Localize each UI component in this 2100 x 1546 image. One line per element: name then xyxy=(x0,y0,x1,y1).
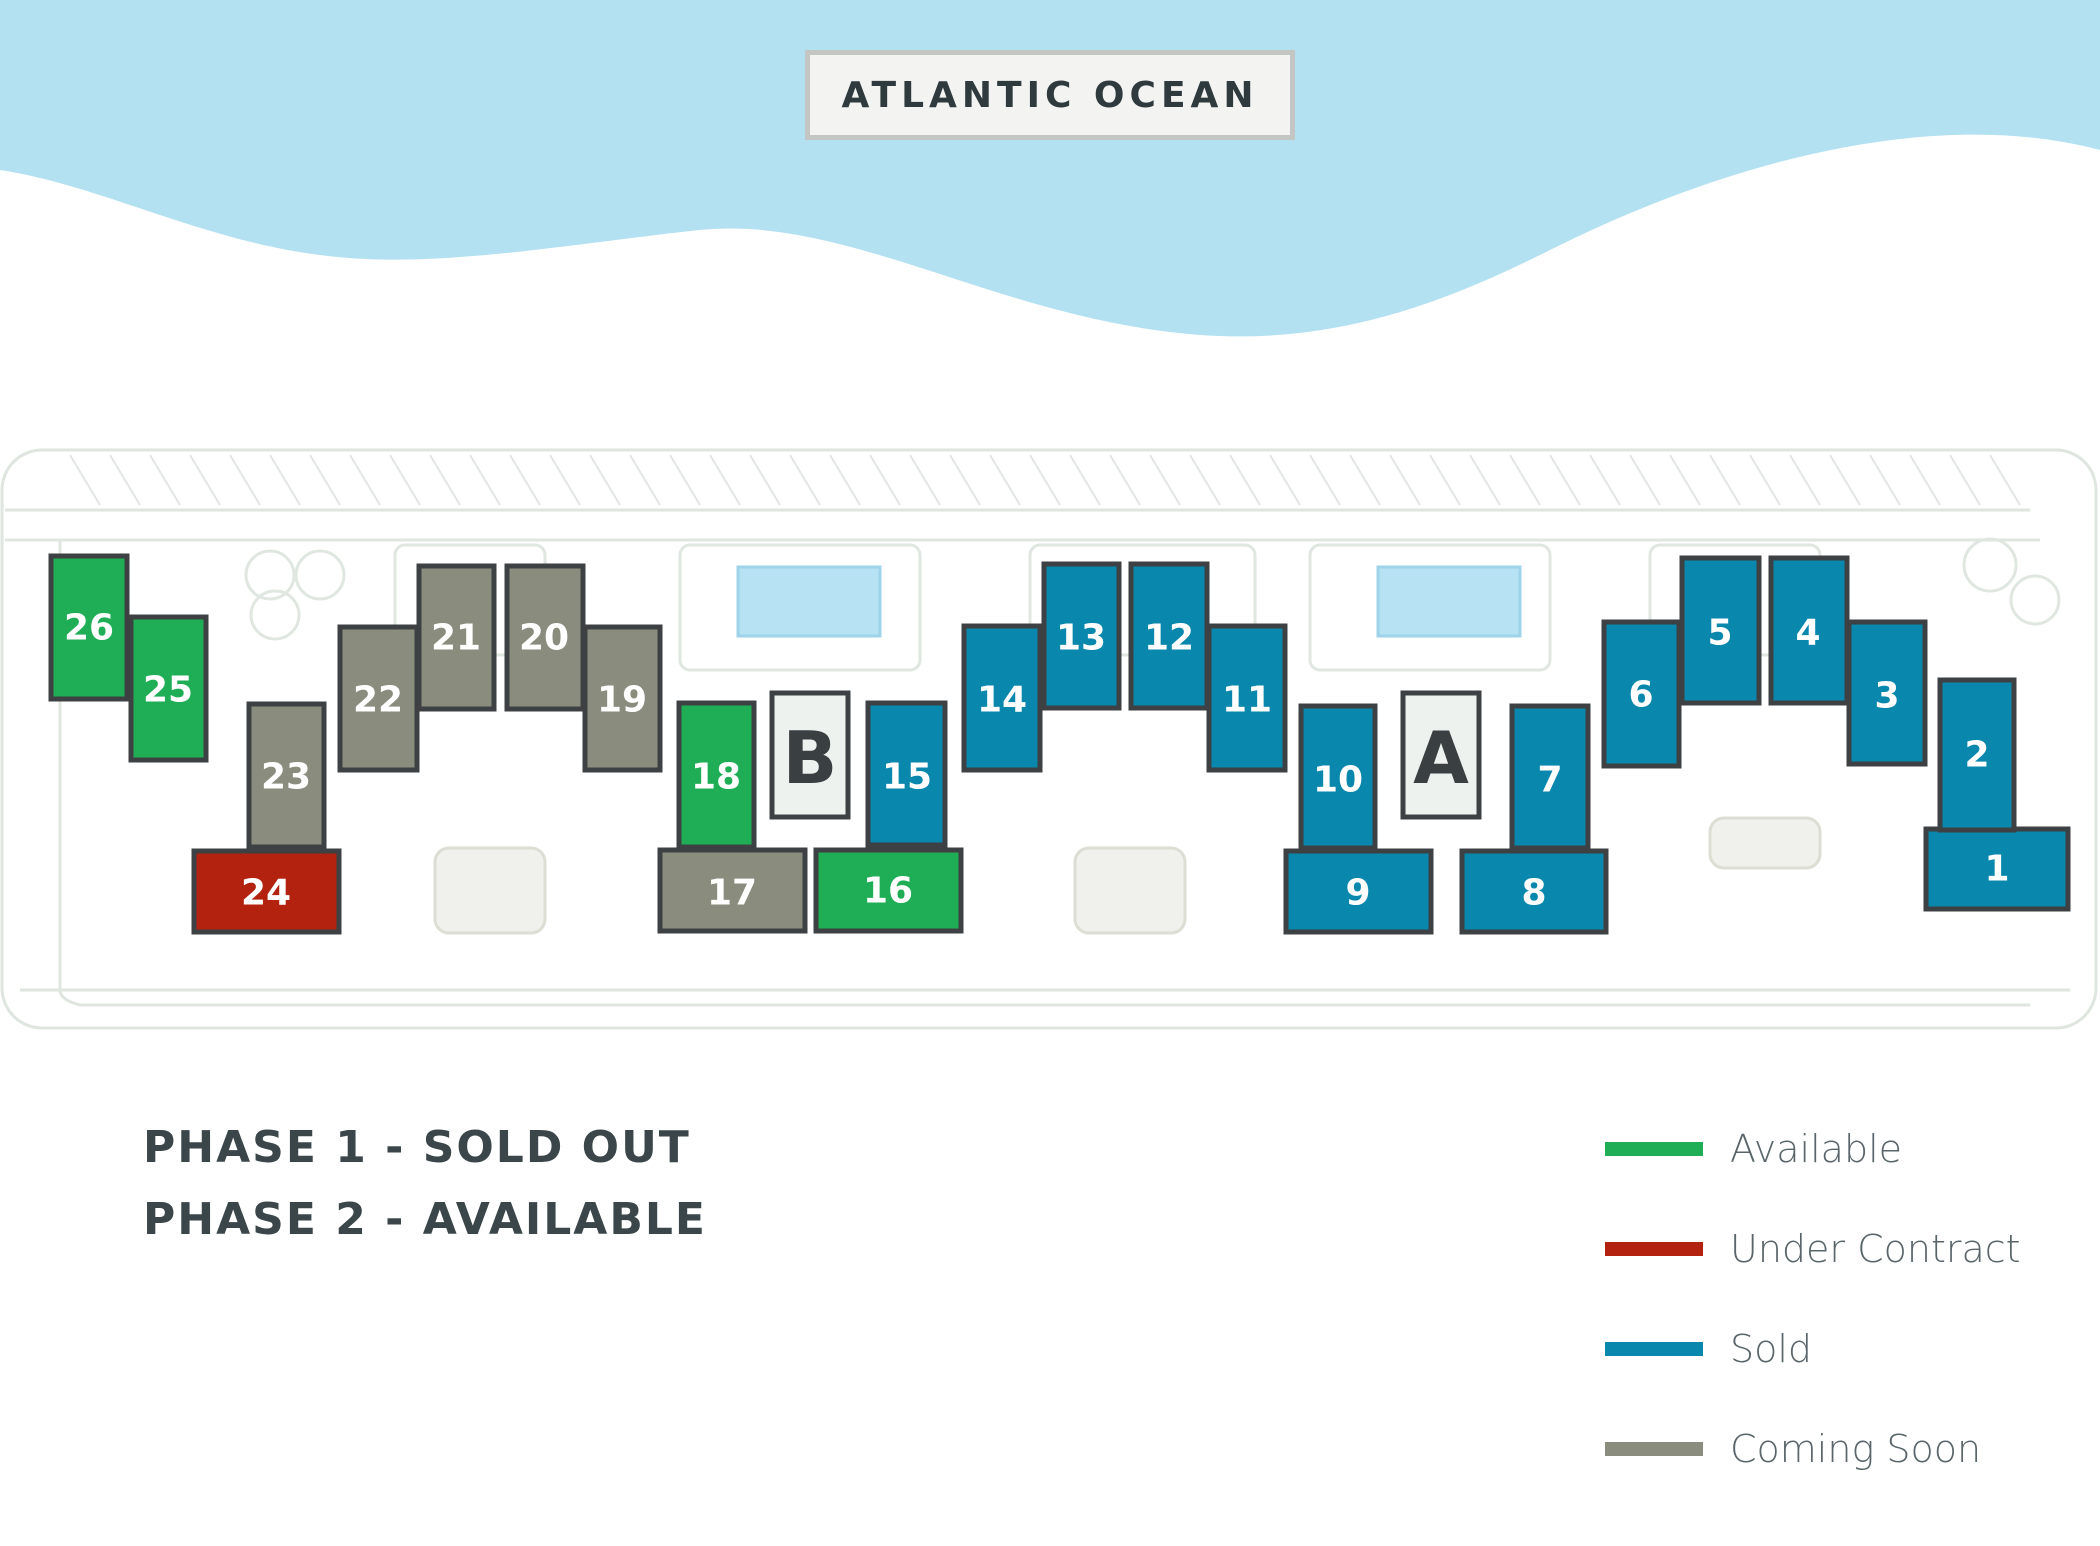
unit-18[interactable]: 18 xyxy=(676,700,757,850)
unit-25[interactable]: 25 xyxy=(128,614,209,763)
unit-24[interactable]: 24 xyxy=(191,848,342,935)
phase-2-status: PHASE 2 - AVAILABLE xyxy=(143,1194,707,1245)
legend-label-sold: Sold xyxy=(1730,1327,1813,1371)
building-a[interactable]: A xyxy=(1400,690,1482,820)
unit-7[interactable]: 7 xyxy=(1509,703,1591,851)
legend-item-available: Available xyxy=(1605,1120,2025,1220)
unit-20[interactable]: 20 xyxy=(504,563,586,712)
unit-2[interactable]: 2 xyxy=(1937,677,2017,833)
unit-23[interactable]: 23 xyxy=(246,701,327,850)
unit-12[interactable]: 12 xyxy=(1128,561,1210,711)
unit-15[interactable]: 15 xyxy=(865,700,948,848)
unit-21[interactable]: 21 xyxy=(416,563,497,712)
unit-17[interactable]: 17 xyxy=(657,847,808,934)
phase-1-status: PHASE 1 - SOLD OUT xyxy=(143,1122,691,1173)
legend-item-under-contract: Under Contract xyxy=(1605,1220,2025,1320)
unit-10[interactable]: 10 xyxy=(1298,703,1378,851)
legend-item-sold: Sold xyxy=(1605,1320,2025,1420)
unit-22[interactable]: 22 xyxy=(337,624,420,773)
phase-status: PHASE 1 - SOLD OUT PHASE 2 - AVAILABLE xyxy=(143,1112,707,1256)
unit-5[interactable]: 5 xyxy=(1679,555,1762,706)
unit-9[interactable]: 9 xyxy=(1283,848,1434,935)
unit-8[interactable]: 8 xyxy=(1459,848,1609,935)
legend-swatch-available xyxy=(1605,1142,1703,1156)
legend-label-under-contract: Under Contract xyxy=(1730,1227,2021,1271)
building-b[interactable]: B xyxy=(769,690,851,820)
unit-13[interactable]: 13 xyxy=(1041,561,1122,711)
fountains xyxy=(433,816,1822,935)
unit-16[interactable]: 16 xyxy=(813,847,964,934)
ocean-area xyxy=(0,0,2100,337)
legend-swatch-sold xyxy=(1605,1342,1703,1356)
unit-19[interactable]: 19 xyxy=(582,624,663,773)
legend-item-coming-soon: Coming Soon xyxy=(1605,1420,2025,1520)
pools xyxy=(736,565,1522,638)
unit-1[interactable]: 1 xyxy=(1923,826,2071,912)
ocean-label: ATLANTIC OCEAN xyxy=(805,50,1295,140)
legend-label-coming-soon: Coming Soon xyxy=(1730,1427,1982,1471)
unit-6[interactable]: 6 xyxy=(1601,619,1682,769)
legend-swatch-under-contract xyxy=(1605,1242,1703,1256)
unit-4[interactable]: 4 xyxy=(1768,555,1850,706)
unit-14[interactable]: 14 xyxy=(961,623,1043,773)
unit-3[interactable]: 3 xyxy=(1846,619,1928,767)
legend: Available Under Contract Sold Coming Soo… xyxy=(1605,1120,2025,1520)
unit-26[interactable]: 26 xyxy=(48,553,130,702)
unit-11[interactable]: 11 xyxy=(1206,623,1288,773)
legend-swatch-coming-soon xyxy=(1605,1442,1703,1456)
hatched-strip xyxy=(69,454,2021,506)
legend-label-available: Available xyxy=(1730,1127,1903,1171)
